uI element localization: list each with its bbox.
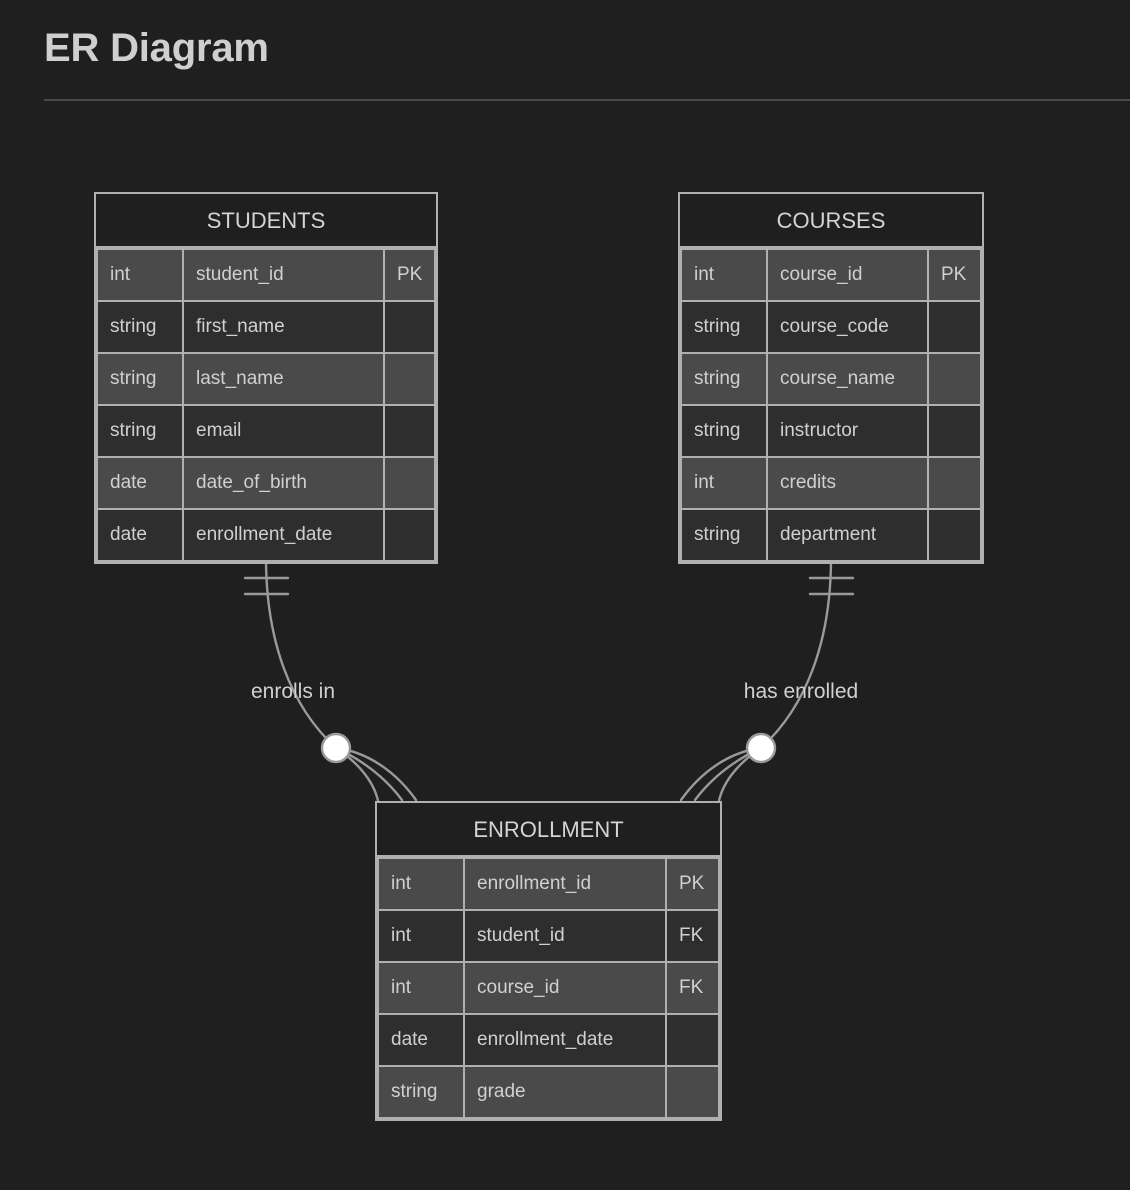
- entity-students-title: STUDENTS: [96, 194, 436, 248]
- attribute-key: [665, 1013, 720, 1067]
- attribute-type: string: [680, 508, 768, 562]
- attribute-name: student_id: [463, 909, 667, 963]
- page-title: ER Diagram: [44, 26, 269, 70]
- attribute-key: [927, 300, 982, 354]
- attribute-row: int student_id PK: [96, 248, 436, 302]
- attribute-type: string: [96, 352, 184, 406]
- entity-enrollment[interactable]: ENROLLMENT int enrollment_id PK int stud…: [375, 801, 722, 1121]
- attribute-row: date enrollment_date: [96, 508, 436, 562]
- attribute-key: [383, 404, 436, 458]
- attribute-key: [927, 456, 982, 510]
- marker-crowsfoot-students-prong3: [334, 746, 418, 802]
- marker-crowsfoot-students-prong2: [334, 746, 404, 802]
- attribute-name: grade: [463, 1065, 667, 1119]
- attribute-row: string email: [96, 404, 436, 458]
- entity-enrollment-attributes: int enrollment_id PK int student_id FK i…: [377, 857, 720, 1119]
- edge-courses-enrollment: [759, 556, 833, 750]
- attribute-key: PK: [665, 857, 720, 911]
- attribute-type: int: [680, 456, 768, 510]
- attribute-type: int: [680, 248, 768, 302]
- attribute-name: email: [182, 404, 385, 458]
- attribute-name: instructor: [766, 404, 929, 458]
- attribute-name: department: [766, 508, 929, 562]
- attribute-row: int course_id FK: [377, 961, 720, 1015]
- attribute-key: FK: [665, 961, 720, 1015]
- attribute-name: last_name: [182, 352, 385, 406]
- relationship-label-enrolls-in: enrolls in: [250, 680, 336, 703]
- attribute-name: enrollment_id: [463, 857, 667, 911]
- attribute-name: student_id: [182, 248, 385, 302]
- attribute-type: string: [680, 300, 768, 354]
- attribute-row: int student_id FK: [377, 909, 720, 963]
- attribute-type: string: [96, 404, 184, 458]
- attribute-type: int: [377, 909, 465, 963]
- attribute-key: PK: [927, 248, 982, 302]
- marker-crowsfoot-courses-prong3: [679, 746, 763, 802]
- attribute-type: string: [377, 1065, 465, 1119]
- attribute-name: enrollment_date: [463, 1013, 667, 1067]
- attribute-name: credits: [766, 456, 929, 510]
- attribute-name: course_id: [766, 248, 929, 302]
- attribute-key: [665, 1065, 720, 1119]
- attribute-row: date date_of_birth: [96, 456, 436, 510]
- attribute-type: date: [96, 508, 184, 562]
- marker-crowsfoot-courses-prong1: [716, 746, 763, 808]
- attribute-key: PK: [383, 248, 436, 302]
- attribute-name: date_of_birth: [182, 456, 385, 510]
- attribute-row: date enrollment_date: [377, 1013, 720, 1067]
- attribute-name: course_id: [463, 961, 667, 1015]
- attribute-row: string department: [680, 508, 982, 562]
- entity-courses-title: COURSES: [680, 194, 982, 248]
- entity-students[interactable]: STUDENTS int student_id PK string first_…: [94, 192, 438, 564]
- attribute-key: [383, 352, 436, 406]
- attribute-row: int enrollment_id PK: [377, 857, 720, 911]
- attribute-key: [927, 352, 982, 406]
- attribute-name: first_name: [182, 300, 385, 354]
- attribute-key: [927, 508, 982, 562]
- attribute-name: course_name: [766, 352, 929, 406]
- attribute-row: string course_name: [680, 352, 982, 406]
- attribute-key: [383, 300, 436, 354]
- entity-courses-attributes: int course_id PK string course_code stri…: [680, 248, 982, 562]
- attribute-row: string first_name: [96, 300, 436, 354]
- attribute-key: FK: [665, 909, 720, 963]
- attribute-row: int course_id PK: [680, 248, 982, 302]
- entity-courses[interactable]: COURSES int course_id PK string course_c…: [678, 192, 984, 564]
- marker-zero-or-more-students: [320, 732, 352, 764]
- attribute-row: string instructor: [680, 404, 982, 458]
- page-header: ER Diagram: [0, 0, 1130, 102]
- attribute-type: string: [96, 300, 184, 354]
- attribute-key: [383, 456, 436, 510]
- attribute-row: string grade: [377, 1065, 720, 1119]
- attribute-row: string course_code: [680, 300, 982, 354]
- attribute-key: [383, 508, 436, 562]
- attribute-type: date: [377, 1013, 465, 1067]
- attribute-type: int: [377, 961, 465, 1015]
- title-divider: [44, 99, 1130, 101]
- attribute-type: string: [680, 352, 768, 406]
- marker-crowsfoot-students-prong1: [334, 746, 381, 808]
- attribute-name: course_code: [766, 300, 929, 354]
- entity-students-attributes: int student_id PK string first_name stri…: [96, 248, 436, 562]
- attribute-type: string: [680, 404, 768, 458]
- marker-zero-or-more-courses: [745, 732, 777, 764]
- relationship-label-has-enrolled: has enrolled: [743, 680, 859, 703]
- attribute-key: [927, 404, 982, 458]
- attribute-name: enrollment_date: [182, 508, 385, 562]
- attribute-row: string last_name: [96, 352, 436, 406]
- marker-crowsfoot-courses-prong2: [693, 746, 763, 802]
- entity-enrollment-title: ENROLLMENT: [377, 803, 720, 857]
- edge-students-enrollment: [264, 556, 338, 750]
- attribute-type: int: [96, 248, 184, 302]
- attribute-row: int credits: [680, 456, 982, 510]
- attribute-type: int: [377, 857, 465, 911]
- attribute-type: date: [96, 456, 184, 510]
